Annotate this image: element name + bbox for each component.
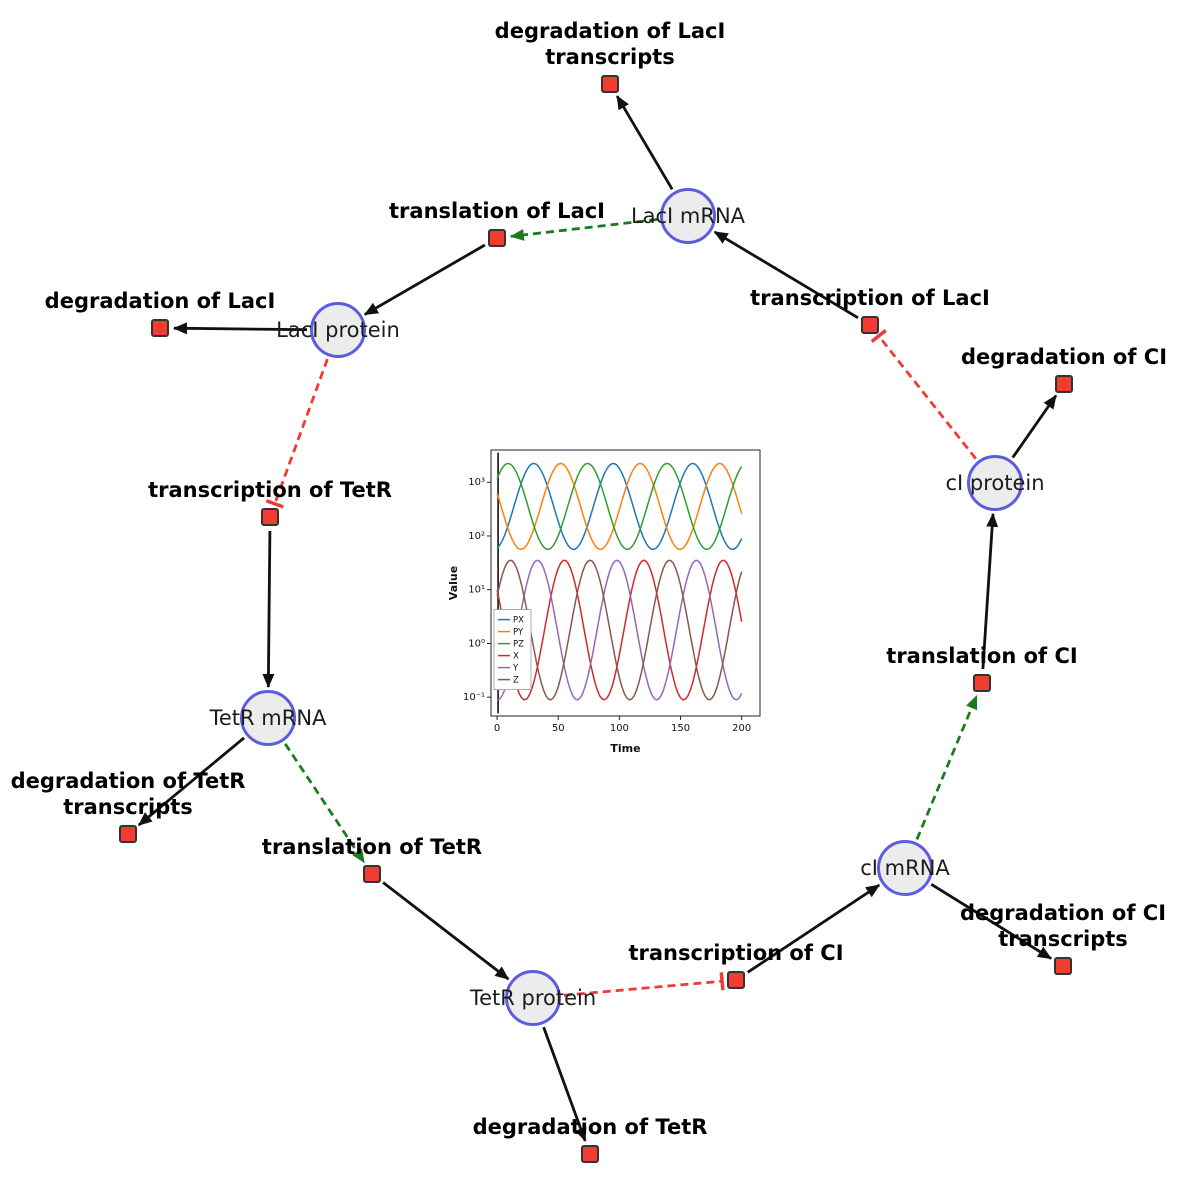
species-label-laci-protein: LacI protein <box>276 318 400 342</box>
edge-tetr-mrna-to-translation-tetr-modifier <box>284 743 366 864</box>
y-tick-label: 10⁰ <box>468 638 485 649</box>
reaction-node-translation-laci <box>488 229 506 247</box>
species-node-tetr-mrna <box>240 690 296 746</box>
species-node-ci-mrna <box>877 840 933 896</box>
reaction-label-deg-tetr: degradation of TetR <box>472 1115 708 1139</box>
reaction-node-deg-tetr <box>581 1145 599 1163</box>
reaction-node-translation-ci <box>973 674 991 692</box>
series-line-px <box>496 462 743 551</box>
species-label-tetr-mrna: TetR mRNA <box>209 706 327 730</box>
edge-tetr-protein-to-transcription-ci-inhibition <box>563 972 725 997</box>
edge-transcription-laci-to-laci-mrna-production <box>713 230 859 320</box>
y-tick-label: 10¹ <box>468 585 485 596</box>
species-label-ci-mrna: cI mRNA <box>860 856 950 880</box>
legend-entry-px: PX <box>513 616 524 626</box>
reaction-label-translation-laci: translation of LacI <box>389 199 605 223</box>
x-tick-label: 100 <box>610 723 629 734</box>
edge-ci-protein-to-transcription-laci-inhibition <box>870 329 977 460</box>
edge-ci-mrna-to-deg-ci-transcripts-consumption <box>930 883 1052 960</box>
x-axis-label: Time <box>610 742 640 755</box>
reaction-node-translation-tetr <box>363 865 381 883</box>
edge-tetr-protein-to-deg-tetr-consumption <box>542 1026 587 1142</box>
reaction-node-transcription-laci <box>861 316 879 334</box>
reaction-label-deg-laci: degradation of LacI <box>44 289 276 313</box>
y-axis-label: Value <box>447 566 460 600</box>
reaction-node-deg-laci-transcripts <box>601 75 619 93</box>
series-line-y <box>496 559 743 701</box>
legend-box <box>493 609 532 691</box>
x-tick-label: 200 <box>732 723 751 734</box>
legend: PX PY PZ XYZ <box>493 609 532 691</box>
reaction-node-deg-tetr-transcripts <box>119 825 137 843</box>
edge-laci-mrna-to-translation-laci-modifier <box>509 218 658 241</box>
series-line-pz <box>496 462 743 551</box>
x-tick-label: 150 <box>671 723 690 734</box>
species-node-laci-protein <box>310 302 366 358</box>
species-label-ci-protein: cI protein <box>945 471 1045 495</box>
edge-tetr-mrna-to-deg-tetr-transcripts-consumption <box>137 736 245 827</box>
reaction-label-transcription-laci: transcription of LacI <box>750 286 990 310</box>
x-tick-label: 50 <box>552 723 565 734</box>
reaction-label-deg-ci: degradation of CI <box>960 345 1168 369</box>
species-label-tetr-protein: TetR protein <box>469 986 597 1010</box>
legend-entry-pz: PZ <box>513 640 524 650</box>
reaction-node-transcription-ci <box>727 971 745 989</box>
species-node-laci-mrna <box>660 188 716 244</box>
series-line-z <box>496 559 743 701</box>
edge-ci-protein-to-deg-ci-consumption <box>1011 394 1058 459</box>
x-tick-label: 0 <box>494 723 500 734</box>
reaction-node-transcription-tetr <box>261 508 279 526</box>
reaction-node-deg-ci-transcripts <box>1054 957 1072 975</box>
edge-laci-protein-to-deg-laci-consumption <box>173 322 308 335</box>
reaction-label-transcription-ci: transcription of CI <box>628 941 844 965</box>
species-node-ci-protein <box>967 455 1023 511</box>
edge-translation-ci-to-ci-protein-production <box>981 512 999 670</box>
edge-laci-mrna-to-deg-laci-transcripts-consumption <box>615 95 674 191</box>
y-tick-label: 10⁻¹ <box>463 692 485 703</box>
legend-entry-py: PY <box>513 628 524 638</box>
y-tick-label: 10² <box>468 531 485 542</box>
reaction-node-deg-laci <box>151 319 169 337</box>
edge-transcription-tetr-to-tetr-mrna-production <box>262 530 275 688</box>
legend-entry-z: Z <box>513 676 519 686</box>
y-tick-label: 10³ <box>468 477 485 488</box>
reaction-label-transcription-tetr: transcription of TetR <box>148 478 392 502</box>
species-node-tetr-protein <box>505 970 561 1026</box>
edge-transcription-ci-to-ci-mrna-production <box>746 883 881 974</box>
reaction-node-deg-ci <box>1055 375 1073 393</box>
series-line-x <box>496 559 743 701</box>
legend-entry-y: Y <box>512 664 519 674</box>
edge-translation-laci-to-laci-protein-production <box>363 243 486 316</box>
reaction-label-translation-tetr: translation of TetR <box>261 835 483 859</box>
legend-entry-x: X <box>513 652 519 662</box>
edge-translation-tetr-to-tetr-protein-production <box>382 881 510 981</box>
reaction-label-translation-ci: translation of CI <box>886 644 1078 668</box>
series-line-py <box>496 462 743 551</box>
species-label-laci-mrna: LacI mRNA <box>630 204 746 228</box>
